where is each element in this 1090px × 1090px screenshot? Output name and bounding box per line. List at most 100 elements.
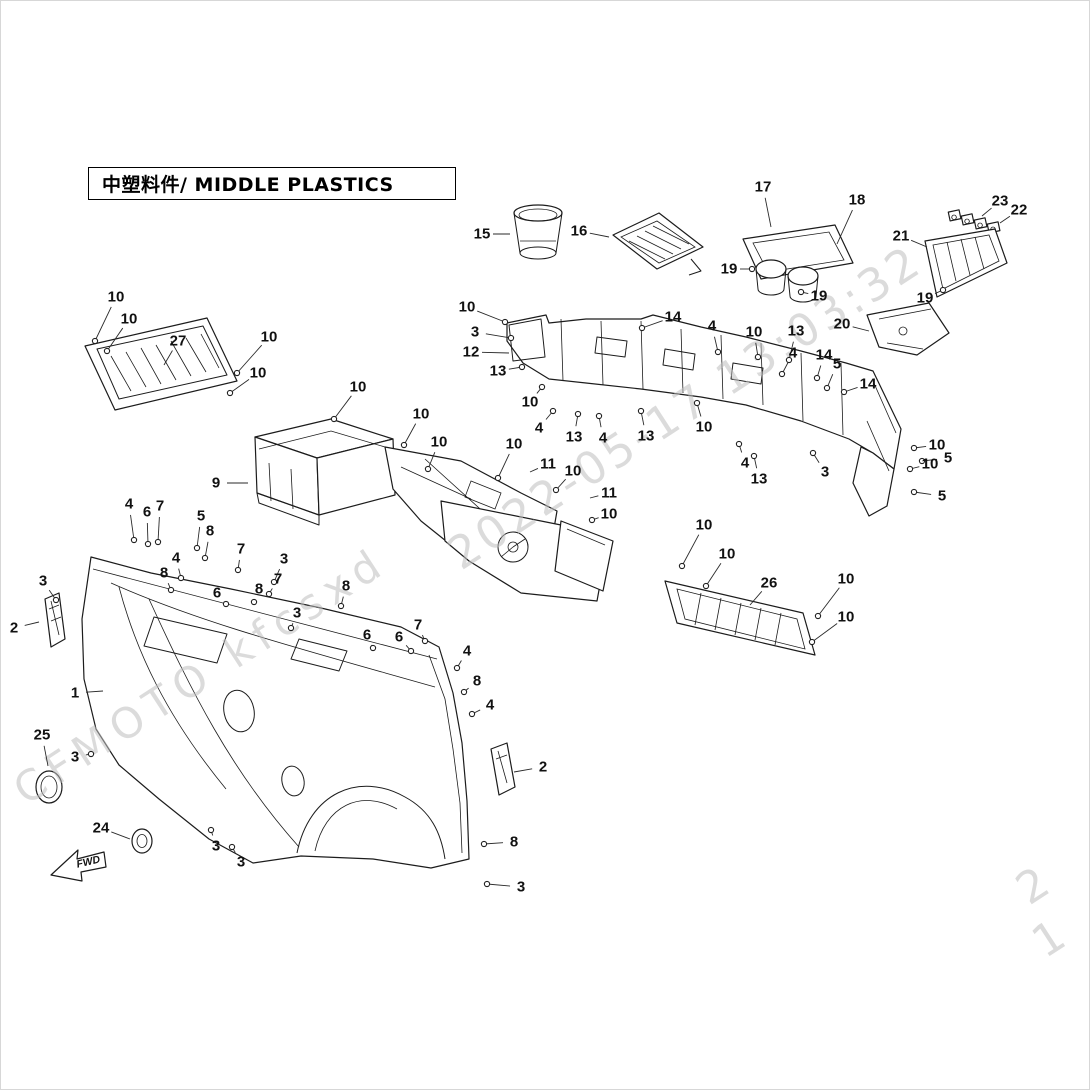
part-25-grommet <box>35 770 63 804</box>
part-2-right-detail <box>495 750 508 784</box>
fastener-icon <box>369 644 377 652</box>
fastener-icon <box>207 826 215 834</box>
fastener-icon <box>678 562 686 570</box>
fastener-icon <box>750 452 758 460</box>
fastener-icon <box>52 596 60 604</box>
part-1-top-flange <box>92 568 438 660</box>
callout-leader-line <box>999 215 1011 224</box>
callout-leader-line <box>24 621 40 626</box>
part-17-cup-right-wall <box>787 275 819 303</box>
fastener-icon <box>177 574 185 582</box>
fastener-icon <box>270 578 278 586</box>
part-21-inner <box>932 234 1000 290</box>
fastener-icon <box>549 407 557 415</box>
callout-number: 13 <box>788 323 805 340</box>
callout-number: 3 <box>237 854 245 871</box>
fastener-icon <box>91 337 99 345</box>
callout-number: 10 <box>261 329 278 346</box>
fastener-icon <box>910 444 918 452</box>
fastener-icon <box>595 412 603 420</box>
callout-leader-line <box>196 526 201 549</box>
part-24-outer <box>131 828 153 854</box>
callout-number: 4 <box>789 345 798 362</box>
part-16-frame <box>612 212 704 270</box>
part-1-wheel-arch <box>296 785 446 860</box>
callout-leader-line <box>481 351 510 354</box>
part-17-cup-left <box>755 259 787 279</box>
callout-number: 8 <box>255 581 263 598</box>
callout-number: 10 <box>719 546 736 563</box>
part-9-box <box>254 418 396 526</box>
fastener-icon <box>337 602 345 610</box>
callout-number: 5 <box>944 450 952 467</box>
part-15-bottom <box>519 246 557 260</box>
mid-panel-upper-detail <box>400 458 502 518</box>
callout-leader-line <box>111 831 131 840</box>
fastener-icon <box>507 334 515 342</box>
part-15-rim <box>513 204 563 222</box>
callout-number: 2 <box>539 759 547 776</box>
callout-number: 2 <box>10 620 18 637</box>
mid-panel-right <box>554 520 614 592</box>
part-1-recess <box>143 616 228 664</box>
part-1-right-edge <box>428 654 463 854</box>
callout-number: 5 <box>197 508 205 525</box>
fwd-indicator: FWD <box>50 849 107 882</box>
part-1-contour-a <box>148 598 300 848</box>
callout-number: 16 <box>571 223 588 240</box>
fastener-icon <box>809 449 817 457</box>
fastener-icon <box>939 286 947 294</box>
fastener-icon <box>424 465 432 473</box>
callout-leader-line <box>589 232 610 238</box>
fastener-icon <box>588 516 596 524</box>
callout-number: 10 <box>746 324 763 341</box>
fastener-icon <box>234 566 242 574</box>
callout-number: 26 <box>761 575 778 592</box>
fastener-icon <box>483 880 491 888</box>
button-cap-dots <box>951 214 996 232</box>
fastener-icon <box>785 356 793 364</box>
fastener-icon <box>407 647 415 655</box>
fastener-icon <box>778 370 786 378</box>
fastener-icon <box>233 369 241 377</box>
callout-leader-line <box>705 562 722 587</box>
fastener-icon <box>193 544 201 552</box>
callout-number: 10 <box>922 456 939 473</box>
callout-number: 3 <box>280 551 288 568</box>
part-20-body <box>866 302 950 356</box>
callout-leader-line <box>43 745 49 767</box>
fastener-icon <box>226 389 234 397</box>
part-11-mid-panels <box>384 446 614 602</box>
callout-number: 15 <box>474 226 491 243</box>
fastener-icon <box>103 347 111 355</box>
fastener-icon <box>201 554 209 562</box>
callout-number: 5 <box>938 488 946 505</box>
part-9-side <box>316 438 396 516</box>
fastener-icon <box>501 318 509 326</box>
callout-leader-line <box>106 327 124 352</box>
part-16-foot <box>688 258 702 276</box>
callout-number: 3 <box>39 573 47 590</box>
part-17-cupholder <box>742 224 854 303</box>
callout-number: 12 <box>463 344 480 361</box>
part-20-hole <box>898 326 908 336</box>
part-15-inner-rim <box>518 208 558 222</box>
part-9-lid-seam <box>258 430 386 510</box>
callout-number: 7 <box>414 617 422 634</box>
callout-leader-line <box>681 534 700 567</box>
callout-number: 6 <box>213 585 221 602</box>
part-27-frame <box>84 317 238 411</box>
callout-number: 13 <box>638 428 655 445</box>
part-26-slats <box>694 592 782 646</box>
callout-leader-line <box>836 209 853 245</box>
callout-leader-line <box>485 333 512 339</box>
part-27-vent-grille <box>84 317 238 411</box>
callout-number: 8 <box>160 565 168 582</box>
callout-number: 19 <box>721 261 738 278</box>
callout-number: 10 <box>601 506 618 523</box>
part-1-hole-lower <box>281 765 305 797</box>
part-2-left-body <box>44 592 66 648</box>
fastener-icon <box>480 840 488 848</box>
